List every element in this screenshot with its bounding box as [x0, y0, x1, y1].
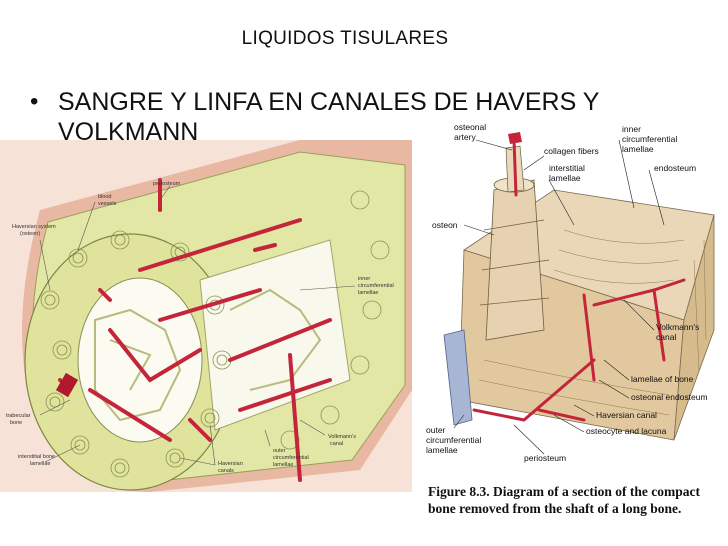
- label-haversian-canals-2: canals: [218, 468, 234, 474]
- figure-caption: Figure 8.3. Diagram of a section of the …: [428, 483, 728, 517]
- label-osteonal-artery-1: osteonal: [454, 122, 486, 132]
- lamellae-lines: [478, 229, 707, 416]
- vessel-end: [55, 372, 79, 398]
- label-outer-circ-2: circumferential: [426, 435, 481, 445]
- label-blood-vessels-2: vessels: [98, 201, 117, 207]
- caption-figure-number: Figure 8.3.: [428, 484, 490, 499]
- osteonal-artery-end: [508, 132, 522, 144]
- label-outer-lamellae-3: lamellae: [273, 462, 293, 468]
- bullet-dot: •: [30, 88, 39, 115]
- label-inner-lamellae-3: lamellae: [358, 290, 378, 296]
- caption-text: Diagram of a section of the compact bone…: [428, 484, 700, 516]
- label-periosteum-right: periosteum: [524, 453, 566, 463]
- label-blood-vessels-1: blood: [98, 194, 111, 200]
- label-trabecular-2: bone: [10, 420, 22, 426]
- long-bone-section-diagram: periosteum blood vessels Haversian syste…: [0, 140, 412, 492]
- label-haversian-canal: Haversian canal: [596, 410, 657, 420]
- label-interstitial-1: interstitial bone: [18, 454, 55, 460]
- inner-canal: [199, 239, 351, 431]
- label-inner-circ-2: circumferential: [622, 134, 677, 144]
- slide-title: LIQUIDOS TISULARES: [241, 28, 449, 49]
- label-periosteum: periosteum: [153, 181, 181, 187]
- label-volkmann-2: canal: [330, 441, 343, 447]
- right-leader-lines: [453, 139, 665, 455]
- label-osteocyte: osteocyte and lacuna: [586, 426, 667, 436]
- label-volkmanns-1: Volkmann's: [656, 322, 699, 332]
- label-volkmann-1: Volkmann's: [328, 434, 356, 440]
- label-volkmanns-2: canal: [656, 332, 676, 342]
- label-haversian-canals-1: Haversian: [218, 461, 243, 467]
- label-interstitial-1: interstitial: [549, 163, 585, 173]
- periosteum-band: [443, 329, 473, 426]
- label-osteonal-endosteum: osteonal endosteum: [631, 392, 708, 402]
- leader-lines: [39, 185, 356, 466]
- label-interstitial-2: lamellae: [549, 173, 581, 183]
- label-inner-circ-3: lamellae: [622, 144, 654, 154]
- label-inner-lamellae-1: inner: [358, 276, 370, 282]
- osteon-tower: [479, 145, 550, 341]
- vessels: [472, 138, 686, 422]
- label-inner-circ-1: inner: [622, 124, 641, 134]
- label-endosteum: endosteum: [654, 163, 696, 173]
- label-haversian-system-1: Haversian system: [12, 224, 56, 230]
- label-outer-lamellae-1: outer: [273, 448, 286, 454]
- label-haversian-system-2: (osteon): [20, 231, 40, 237]
- label-outer-lamellae-2: circumferential: [273, 455, 309, 461]
- compact-bone-block-diagram: osteonal artery collagen fibers inner ci…: [424, 120, 728, 465]
- right-figure-labels: osteonal artery collagen fibers inner ci…: [426, 122, 708, 463]
- left-figure-labels: periosteum blood vessels Haversian syste…: [6, 181, 394, 474]
- label-outer-circ-3: lamellae: [426, 445, 458, 455]
- label-lamellae-of-bone: lamellae of bone: [631, 374, 694, 384]
- blood-vessels: [58, 178, 332, 482]
- label-osteonal-artery-2: artery: [454, 132, 476, 142]
- label-osteon: osteon: [432, 220, 458, 230]
- label-outer-circ-1: outer: [426, 425, 446, 435]
- label-interstitial-2: lamellae: [30, 461, 50, 467]
- label-inner-lamellae-2: circumferential: [358, 283, 394, 289]
- label-trabecular-1: trabecular: [6, 413, 31, 419]
- label-collagen-fibers: collagen fibers: [544, 146, 599, 156]
- osteon-rings: [40, 190, 390, 478]
